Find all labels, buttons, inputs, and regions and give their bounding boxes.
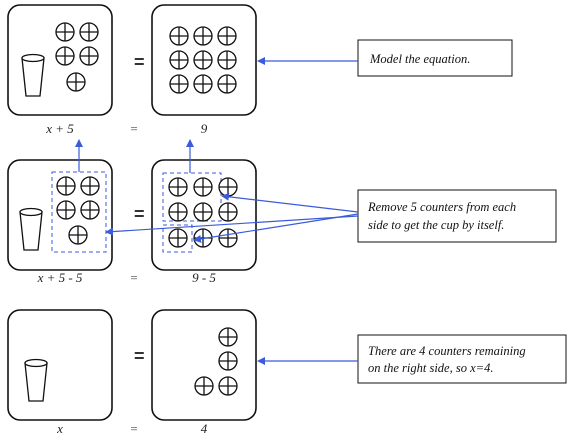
plus-counter-icon [79, 22, 99, 42]
left-expression: x [56, 421, 63, 436]
note-2: Remove 5 counters from each side to get … [357, 189, 557, 243]
plus-counter-icon [217, 50, 237, 70]
left-expression: x + 5 - 5 [37, 270, 83, 285]
right-counters-row-2 [168, 177, 238, 248]
note-box [357, 39, 513, 77]
note-text: side to get the cup by itself. [368, 218, 504, 232]
row-3: = x = 4 [7, 309, 257, 436]
note-box [357, 334, 567, 384]
removal-group-bottom [162, 224, 193, 253]
plus-counter-icon [56, 200, 76, 220]
plus-counter-icon [193, 26, 213, 46]
equals-sign: = [134, 204, 145, 224]
right-expression: 9 [201, 121, 208, 136]
equals-sign: = [134, 52, 145, 72]
plus-counter-icon [55, 22, 75, 42]
plus-counter-icon [193, 74, 213, 94]
plus-counter-icon [68, 225, 88, 245]
plus-counter-icon [169, 74, 189, 94]
plus-counter-icon [194, 376, 214, 396]
arrow [221, 192, 359, 213]
plus-counter-icon [56, 176, 76, 196]
equals-label: = [130, 121, 137, 136]
arrow [105, 215, 359, 236]
plus-counter-icon [193, 202, 213, 222]
right-panel-row-3 [151, 309, 257, 421]
plus-counter-icon [169, 26, 189, 46]
plus-counter-icon [168, 202, 188, 222]
note-box [357, 189, 557, 243]
plus-counter-icon [218, 177, 238, 197]
note-text: There are 4 counters remaining [368, 344, 526, 358]
cup-icon [21, 53, 45, 97]
plus-counter-icon [79, 46, 99, 66]
plus-counter-icon [217, 26, 237, 46]
row-1: = x + 5 = 9 [7, 4, 257, 136]
plus-counter-icon [218, 351, 238, 371]
note-text: Remove 5 counters from each [367, 200, 516, 214]
cup-icon [24, 358, 48, 402]
right-counters-row-3 [194, 327, 238, 396]
right-counters-row-1 [169, 26, 237, 94]
right-expression: 4 [201, 421, 208, 436]
left-counters-row-2 [56, 176, 100, 245]
plus-counter-icon [168, 228, 188, 248]
plus-counter-icon [168, 177, 188, 197]
plus-counter-icon [193, 177, 213, 197]
plus-counter-icon [193, 50, 213, 70]
left-counters-row-1 [55, 22, 99, 92]
cup-icon [19, 207, 43, 251]
equals-sign: = [134, 346, 145, 366]
row-2: = x + 5 - 5 = 9 - 5 [7, 159, 257, 285]
plus-counter-icon [217, 74, 237, 94]
plus-counter-icon [55, 46, 75, 66]
plus-counter-icon [169, 50, 189, 70]
note-1: Model the equation. [357, 39, 513, 77]
equals-label: = [130, 270, 137, 285]
right-expression: 9 - 5 [192, 270, 216, 285]
plus-counter-icon [80, 200, 100, 220]
removal-group-top [162, 172, 222, 222]
left-expression: x + 5 [45, 121, 74, 136]
plus-counter-icon [218, 228, 238, 248]
plus-counter-icon [80, 176, 100, 196]
plus-counter-icon [218, 327, 238, 347]
note-text: Model the equation. [369, 52, 470, 66]
note-text: on the right side, so x=4. [368, 361, 493, 375]
left-panel-row-3 [7, 309, 113, 421]
plus-counter-icon [218, 202, 238, 222]
equals-label: = [130, 421, 137, 436]
plus-counter-icon [66, 72, 86, 92]
note-3: There are 4 counters remaining on the ri… [357, 334, 567, 384]
plus-counter-icon [218, 376, 238, 396]
removal-group-left [51, 171, 107, 253]
